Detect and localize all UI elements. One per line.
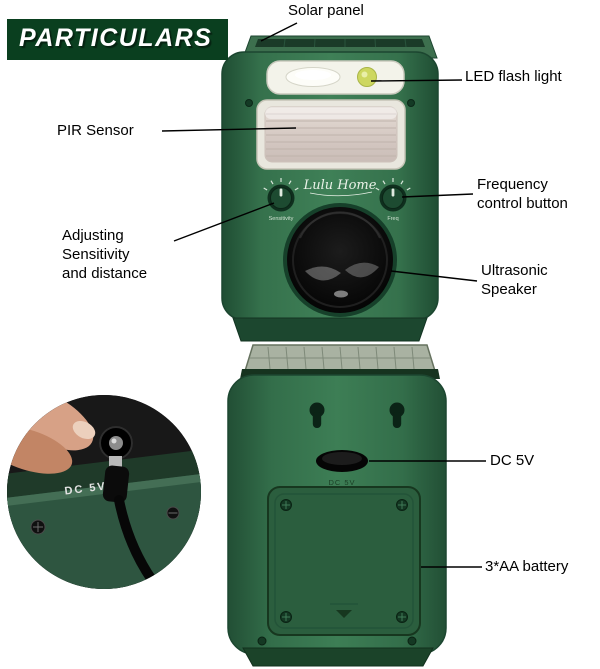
dc-port-cover: DC 5V: [316, 450, 368, 487]
label-solar-panel: Solar panel: [288, 2, 364, 19]
device-front: Lulu Home Sensitivity: [221, 35, 439, 342]
frequency-knob: Freq: [375, 178, 411, 222]
inset-dc-photo: DC 5V: [7, 395, 201, 589]
inset-dc-socket: [99, 426, 133, 460]
front-screw-right: [407, 99, 415, 107]
label-ultrasonic-speaker: Ultrasonic Speaker: [481, 262, 548, 298]
back-base: [242, 647, 434, 667]
line-led: [370, 79, 463, 82]
front-screw-left: [245, 99, 253, 107]
brand-logo: Lulu Home: [303, 178, 377, 197]
sensitivity-knob: Sensitivity: [263, 178, 299, 222]
line-sensitivity: [173, 202, 275, 242]
back-screw-left: [257, 636, 267, 646]
front-base: [232, 317, 428, 342]
led-flash-light: [266, 60, 405, 95]
label-dc-5v: DC 5V: [490, 452, 535, 469]
label-pir-sensor: PIR Sensor: [57, 122, 134, 139]
label-adjusting-sensitivity: Adjusting Sensitivity and distance: [62, 227, 148, 282]
label-battery: 3*AA battery: [485, 558, 569, 575]
line-pir: [161, 127, 297, 132]
pir-sensor: [256, 99, 406, 170]
label-frequency-control: Frequency control button: [477, 176, 568, 212]
callout-lines: [161, 22, 486, 568]
dc-port-marking: DC 5V: [328, 478, 355, 487]
ultrasonic-speaker: [283, 203, 397, 317]
label-led-flash-light: LED flash light: [465, 68, 562, 85]
frequency-knob-label: Freq: [387, 216, 398, 222]
line-frequency: [401, 193, 474, 198]
brand-text: Lulu Home: [303, 178, 377, 193]
battery-door-screws: [280, 499, 408, 623]
inset-dc-marking: DC 5V: [64, 480, 108, 497]
line-solar-panel: [260, 22, 298, 42]
particulars-banner: PARTICULARS: [7, 19, 229, 60]
inset-screws: [30, 506, 180, 535]
sensitivity-knob-label: Sensitivity: [269, 216, 294, 222]
battery-compartment: [267, 486, 421, 636]
banner-title: PARTICULARS: [19, 24, 213, 52]
device-back: DC 5V: [227, 344, 447, 667]
mounting-keyholes: [309, 402, 405, 428]
back-screw-right: [407, 636, 417, 646]
line-speaker: [390, 270, 478, 282]
